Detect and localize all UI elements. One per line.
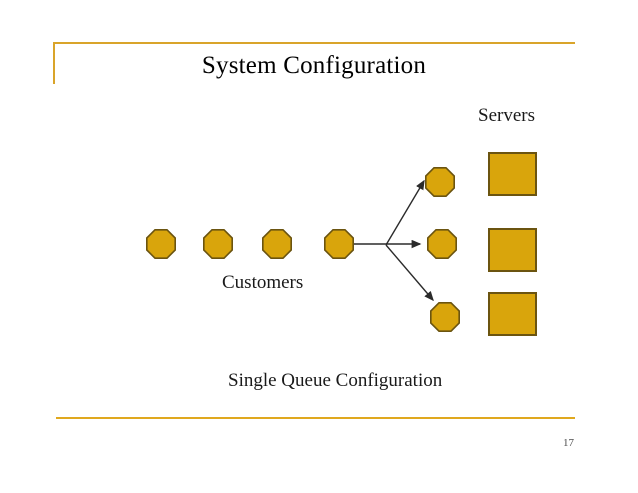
customers-label: Customers	[222, 272, 304, 293]
title-frame-left-rule	[53, 42, 55, 84]
customer-octagon-3	[262, 229, 292, 259]
footer-rule	[56, 417, 575, 419]
servers-label: Servers	[478, 105, 535, 126]
branch-to-server-1	[385, 179, 425, 246]
server-box-2	[488, 228, 537, 272]
in-service-octagon-1	[425, 167, 455, 197]
title-frame-top-rule	[53, 42, 575, 44]
in-service-octagon-2	[427, 229, 457, 259]
diagram-caption: Single Queue Configuration	[228, 370, 443, 391]
in-service-octagon-3	[430, 302, 460, 332]
customer-octagon-1	[146, 229, 176, 259]
server-box-1	[488, 152, 537, 196]
customer-octagon-2	[203, 229, 233, 259]
branch-to-server-3	[385, 244, 434, 302]
page-number: 17	[563, 437, 574, 449]
page-title: System Configuration	[201, 52, 427, 79]
server-box-3	[488, 292, 537, 336]
customer-octagon-4	[324, 229, 354, 259]
